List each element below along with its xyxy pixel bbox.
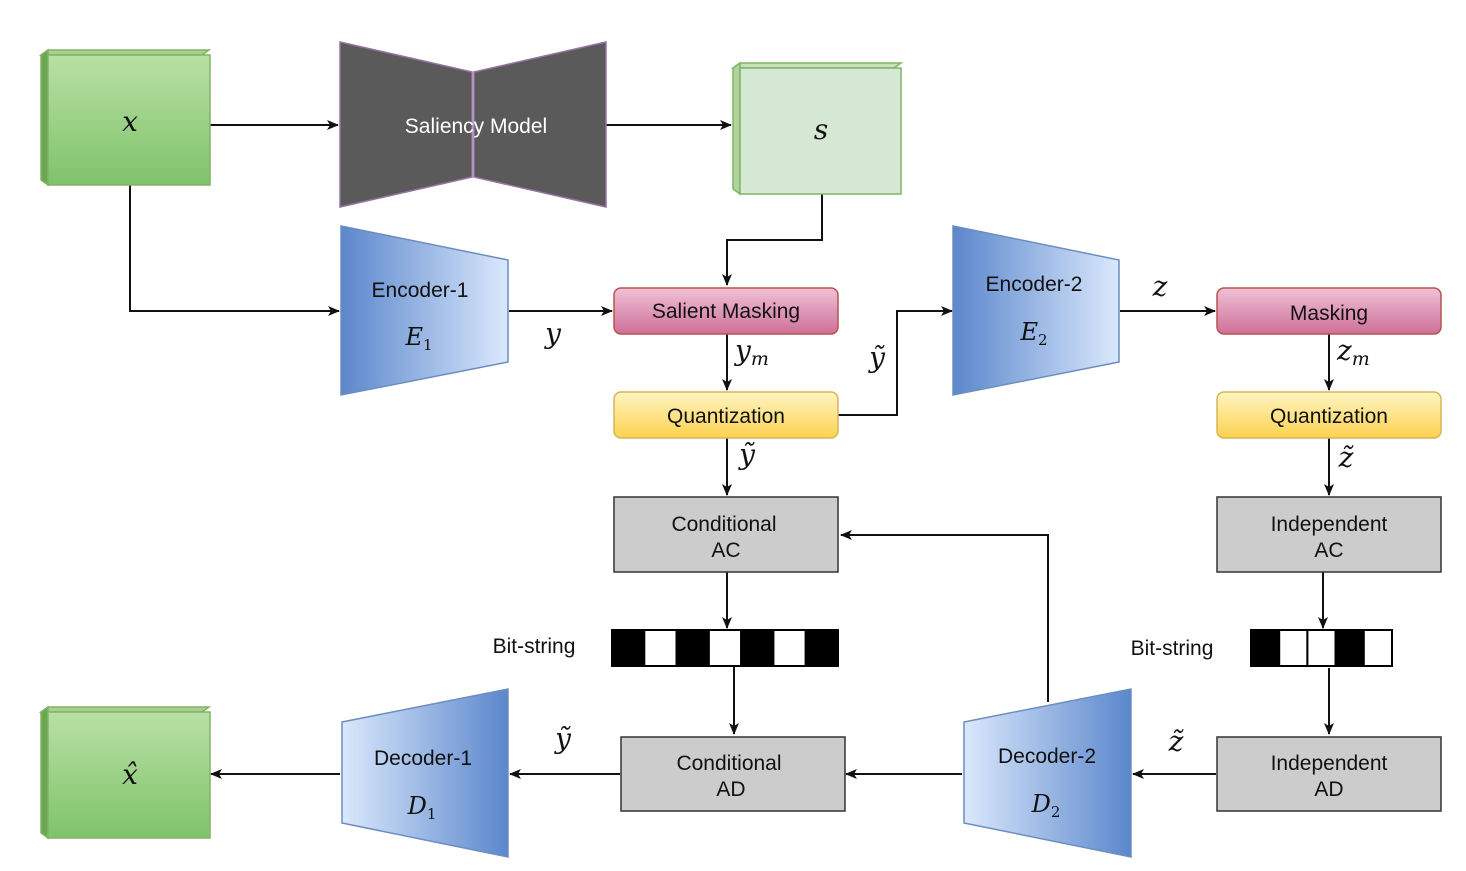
conditional-ad-block: Conditional AD (620, 736, 846, 812)
conditional-ad-line2: AD (716, 778, 745, 801)
decoder1-symbol: D1 (407, 792, 437, 823)
edge-input-to-encoder1 (129, 185, 340, 316)
edge-decoder2-to-cac (840, 530, 1049, 702)
edge-label-z-tilde-iac: z̃ (1338, 441, 1355, 474)
bit-cell (1306, 629, 1337, 667)
decoder2-name: Decoder-2 (998, 745, 1096, 768)
bit-cell (740, 629, 775, 667)
bitstring-left-cells (611, 629, 840, 667)
edge-label-ym: ym (733, 334, 769, 370)
edges (129, 120, 1334, 779)
bit-cell (707, 629, 743, 667)
independent-ac-line1: Independent (1271, 513, 1388, 536)
edge-label-y: y (543, 317, 562, 350)
conditional-ac-line1: Conditional (671, 513, 776, 536)
independent-ac-line2: AC (1314, 539, 1343, 562)
quantization-right-block: Quantization (1216, 391, 1442, 439)
decoder1-name: Decoder-1 (374, 747, 472, 770)
encoder1-symbol: E1 (404, 323, 432, 354)
conditional-ac-line2: AC (711, 539, 740, 562)
encoder2-block: Encoder-2 E2 (952, 225, 1120, 396)
saliency-map-block: s (730, 61, 904, 196)
masking-block: Masking (1216, 287, 1442, 335)
salient-masking-block: Salient Masking (613, 287, 839, 335)
edge-label-y-tilde-cac: ỹ (737, 438, 756, 471)
independent-ac-block: Independent AC (1216, 496, 1442, 573)
bit-cell (611, 629, 646, 667)
decoder2-block: Decoder-2 D2 (963, 688, 1132, 858)
input-label: x (122, 105, 138, 138)
bitstring-left-label: Bit-string (493, 635, 576, 658)
bit-cell (1334, 629, 1365, 667)
edge-label-y-tilde-decoder1: ỹ (553, 722, 572, 755)
conditional-ad-line1: Conditional (676, 752, 781, 775)
bit-cell (675, 629, 710, 667)
masking-label: Masking (1290, 302, 1368, 325)
independent-ad-block: Independent AD (1216, 736, 1442, 812)
quantization-left-label: Quantization (667, 405, 785, 428)
independent-ad-line1: Independent (1271, 752, 1388, 775)
bit-cell (1250, 629, 1281, 667)
output-image-block: x̂ (38, 705, 212, 840)
bit-cell (804, 629, 840, 667)
encoder2-name: Encoder-2 (986, 273, 1083, 296)
edge-map-to-masking (722, 194, 823, 286)
bitstring-right-cells (1250, 629, 1394, 667)
bitstring-right-label: Bit-string (1131, 637, 1214, 660)
saliency-model-label: Saliency Model (405, 115, 547, 138)
bit-cell (1278, 629, 1309, 667)
quantization-right-label: Quantization (1270, 405, 1388, 428)
input-image-block: x (38, 48, 212, 187)
edge-label-y-tilde-encoder2: ỹ (867, 341, 886, 374)
encoder1-block: Encoder-1 E1 (340, 225, 509, 396)
independent-ad-line2: AD (1314, 778, 1343, 801)
bitstring-left: Bit-string (493, 629, 840, 667)
output-label: x̂ (122, 758, 138, 791)
edge-labels: y ym ỹ ỹ ỹ z zm z̃ z̃ (543, 270, 1370, 758)
edge-label-z-tilde-decoder2: z̃ (1168, 725, 1185, 758)
saliency-model-block: Saliency Model (339, 41, 607, 208)
decoder1-block: Decoder-1 D1 (341, 688, 509, 858)
saliency-map-label: s (814, 113, 828, 146)
bitstring-right: Bit-string (1131, 629, 1394, 667)
bit-cell (1362, 629, 1394, 667)
edge-quant-to-encoder2 (838, 306, 953, 416)
edge-label-zm: zm (1336, 334, 1370, 370)
edge-label-z: z (1152, 270, 1168, 303)
bit-cell (643, 629, 678, 667)
quantization-left-block: Quantization (613, 391, 839, 439)
salient-masking-label: Salient Masking (652, 300, 800, 323)
bit-cell (772, 629, 807, 667)
conditional-ac-block: Conditional AC (613, 496, 839, 573)
encoder2-symbol: E2 (1019, 318, 1047, 349)
encoder1-name: Encoder-1 (372, 279, 469, 302)
decoder2-symbol: D2 (1031, 790, 1061, 821)
